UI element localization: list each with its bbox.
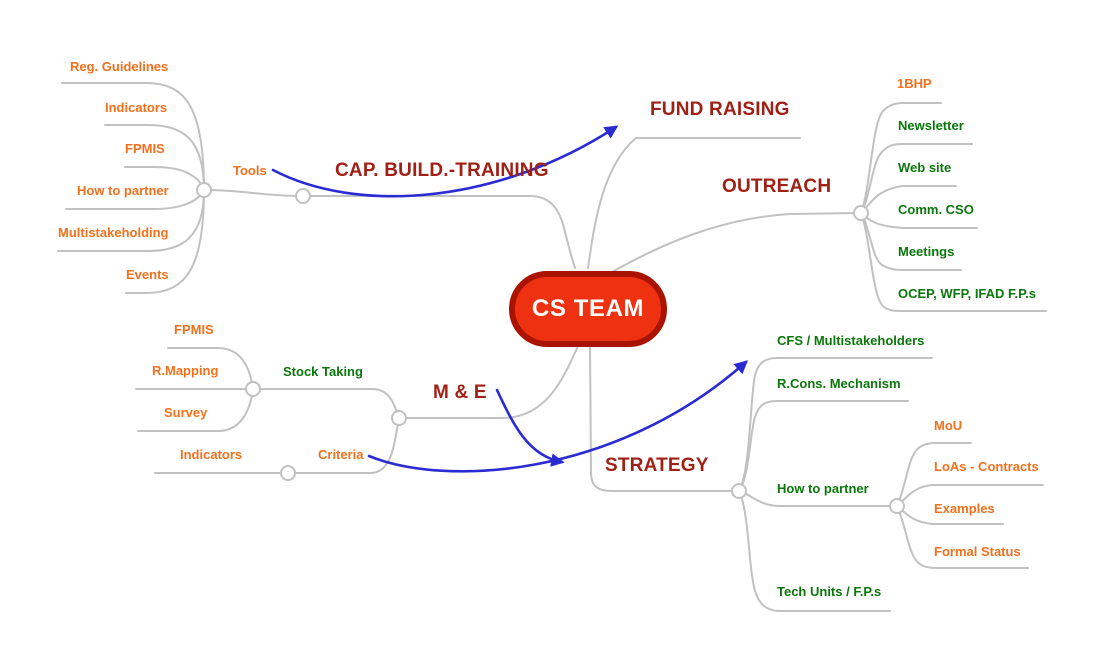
edge-mou (896, 442, 972, 507)
node-examples[interactable]: Examples (934, 501, 995, 516)
topic-outreach[interactable]: OUTREACH (722, 176, 832, 197)
node-fpmis-me[interactable]: FPMIS (174, 322, 214, 337)
center-node-cs-team[interactable]: CS TEAM (509, 271, 667, 347)
node-indicators-criteria[interactable]: Indicators (180, 447, 243, 462)
node-r-mapping[interactable]: R.Mapping (152, 363, 219, 378)
edge-indicators-tools (104, 124, 205, 191)
node-survey[interactable]: Survey (164, 405, 208, 420)
topic-cap-build-training[interactable]: CAP. BUILD.-TRAINING (335, 160, 549, 181)
topic-fund-raising[interactable]: FUND RAISING (650, 99, 790, 120)
edge-tools (203, 189, 304, 197)
edge-cap-build-training (302, 195, 576, 269)
collapse-dot-strategy[interactable] (731, 483, 747, 499)
node-ocep-wfp-ifad[interactable]: OCEP, WFP, IFAD F.P.s (898, 286, 1036, 301)
topic-m-and-e[interactable]: M & E (433, 382, 487, 403)
node-rcons-mechanism[interactable]: R.Cons. Mechanism (777, 376, 901, 391)
node-multistakeholding[interactable]: Multistakeholding (58, 225, 169, 240)
edge-criteria (287, 417, 400, 474)
edge-strategy (589, 345, 740, 492)
collapse-dot-tools-children[interactable] (196, 182, 212, 198)
node-tech-units[interactable]: Tech Units / F.P.s (777, 584, 882, 599)
node-fpmis-tools[interactable]: FPMIS (125, 141, 165, 156)
node-comm-cso[interactable]: Comm. CSO (898, 202, 974, 217)
topic-strategy[interactable]: STRATEGY (605, 455, 709, 476)
edge-outreach (611, 212, 862, 273)
edge-reg-guidelines (61, 82, 205, 191)
edge-stock-taking (252, 388, 400, 419)
collapse-dot-m-and-e[interactable] (391, 410, 407, 426)
node-stock-taking[interactable]: Stock Taking (283, 364, 363, 379)
node-cfs-multistakeholders[interactable]: CFS / Multistakeholders (777, 333, 925, 348)
collapse-dot-how-to-partner[interactable] (889, 498, 905, 514)
edge-newsletter (860, 143, 973, 214)
edge-tech-units (738, 490, 891, 612)
edge-ocep (860, 212, 1047, 312)
node-how-to-partner-tools[interactable]: How to partner (77, 183, 169, 198)
node-loas-contracts[interactable]: LoAs - Contracts (934, 459, 1039, 474)
cross-link-criteria-to-cfs (367, 360, 749, 473)
edge-formal-status (896, 505, 1029, 569)
edge-rcons-mechanism (738, 400, 909, 492)
node-indicators-tools[interactable]: Indicators (105, 100, 168, 115)
node-tools[interactable]: Tools (233, 163, 267, 178)
cross-link-me-to-strategy (495, 388, 565, 467)
node-criteria[interactable]: Criteria (318, 447, 364, 462)
edge-cfs-multistakeholders (738, 357, 933, 492)
node-1bhp[interactable]: 1BHP (897, 76, 932, 91)
collapse-dot-tools[interactable] (295, 188, 311, 204)
node-meetings[interactable]: Meetings (898, 244, 955, 259)
node-mou[interactable]: MoU (934, 418, 963, 433)
node-how-to-partner-strategy[interactable]: How to partner (777, 481, 869, 496)
edge-m-and-e (398, 345, 579, 419)
edge-1bhp (860, 102, 942, 214)
collapse-dot-outreach[interactable] (853, 205, 869, 221)
node-formal-status[interactable]: Formal Status (934, 544, 1021, 559)
node-events[interactable]: Events (126, 267, 169, 282)
node-web-site[interactable]: Web site (898, 160, 952, 175)
collapse-dot-criteria[interactable] (280, 465, 296, 481)
node-reg-guidelines[interactable]: Reg. Guidelines (70, 59, 169, 74)
cross-link-tools-to-fund-raising (271, 125, 619, 198)
center-node-label: CS TEAM (531, 295, 645, 322)
edge-meetings (860, 212, 962, 271)
edge-multistakeholding (57, 189, 205, 252)
collapse-dot-stock-taking[interactable] (245, 381, 261, 397)
edge-events (125, 189, 205, 294)
edge-fund-raising (587, 137, 801, 269)
node-newsletter[interactable]: Newsletter (898, 118, 964, 133)
